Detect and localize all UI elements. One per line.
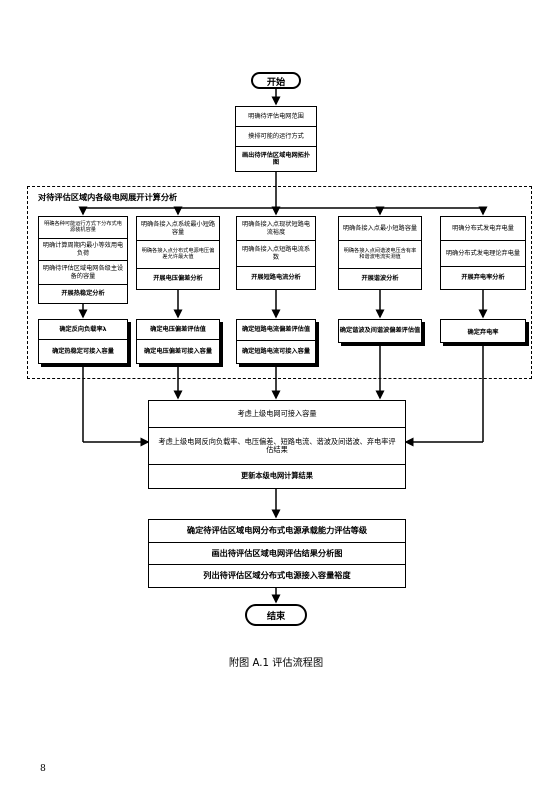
end-label: 结束 (266, 611, 286, 622)
result-voltage-evaluation: 确定电压偏差评估值 (137, 320, 219, 340)
result-voltage-capacity: 确定电压偏差可接入容量 (143, 347, 213, 355)
harmonic-analysis-stack: 明确各接入点最小短路容量 明确各接入点间谐波电压含有率和谐波电流实测值 开展谐波… (338, 216, 422, 290)
short-circuit-analysis-stack: 明确各接入点现状短路电流裕度 明确各接入点短路电流系数 开展短路电流分析 (236, 216, 316, 290)
result-curtailment-rate: 确定弃电率 (440, 319, 526, 343)
step-equipment-capacity: 明确待评估区域电网各级主设备的容量 (39, 261, 127, 285)
curtailment-analysis-stack: 明确分布式发电弃电量 明确分布式发电理论弃电量 开展弃电率分析 (440, 216, 526, 290)
thermal-results-stack: 确定反向负载率λ 确定热稳定可接入容量 (38, 319, 128, 364)
step-capacity-grade: 确定待评估区域电网分布式电源承载能力评估等级 (149, 520, 405, 543)
step-harmonic-analysis: 开展谐波分析 (361, 275, 399, 283)
step-voltage-deviation-limit: 明确各接入点分布式电源电压偏差允许最大值 (137, 241, 219, 269)
step-curtailment-analysis: 开展弃电率分析 (461, 274, 505, 282)
step-harmonic-measurements: 明确各接入点间谐波电压含有率和谐波电流实测值 (339, 241, 421, 269)
top-process-stack: 明确待评估电网范围 摸排可能的运行方式 画出待评估区域电网拓扑图 (235, 106, 317, 172)
page-number: 8 (40, 763, 46, 774)
step-dg-capacity: 明确各种可能运行方式下分布式电源装机容量 (39, 217, 127, 239)
result-short-circuit-capacity: 确定短路电流可接入容量 (241, 348, 311, 356)
step-short-circuit-analysis: 开展短路电流分析 (251, 274, 301, 282)
final-steps-stack: 确定待评估区域电网分布式电源承载能力评估等级 画出待评估区域电网评估结果分析图 … (148, 519, 406, 588)
short-circuit-results-stack: 确定短路电流偏差评估值 确定短路电流可接入容量 (236, 319, 316, 364)
step-update-results: 更新本级电网计算结果 (241, 471, 313, 481)
analysis-region-title: 对待评估区域内各级电网展开计算分析 (36, 191, 180, 203)
step-min-load: 明确计算周期内最小等效用电负荷 (39, 239, 127, 261)
step-survey-modes: 摸排可能的运行方式 (236, 127, 316, 147)
result-harmonic-evaluation: 确定谐波及间谐波偏差评估值 (338, 319, 422, 343)
start-label: 开始 (266, 76, 286, 88)
step-upper-grid-capacity: 考虑上级电网可接入容量 (149, 401, 405, 428)
step-min-short-circuit: 明确各接入点最小短路容量 (339, 217, 421, 241)
start-terminal: 开始 (251, 72, 301, 89)
step-theoretical-curtailment: 明确分布式发电理论弃电量 (441, 241, 525, 267)
upper-grid-stack: 考虑上级电网可接入容量 考虑上级电网反向负载率、电压偏差、短路电流、谐波及间谐波… (148, 400, 406, 489)
step-short-circuit-coefficient: 明确各接入点短路电流系数 (237, 241, 315, 267)
step-thermal-analysis: 开展热稳定分析 (61, 290, 105, 298)
thermal-analysis-stack: 明确各种可能运行方式下分布式电源装机容量 明确计算周期内最小等效用电负荷 明确待… (38, 216, 128, 304)
step-voltage-analysis: 开展电压偏差分析 (153, 275, 203, 283)
result-short-circuit-evaluation: 确定短路电流偏差评估值 (237, 320, 315, 341)
step-min-short-circuit-capacity: 明确各接入点系统最小短路容量 (137, 217, 219, 241)
analysis-region (27, 186, 532, 379)
step-draw-topology: 画出待评估区域电网拓扑图 (241, 151, 311, 166)
step-list-capacity-margin: 列出待评估区域分布式电源接入容量裕度 (203, 569, 351, 580)
voltage-analysis-stack: 明确各接入点系统最小短路容量 明确各接入点分布式电源电压偏差允许最大值 开展电压… (136, 216, 220, 290)
step-upper-grid-results: 考虑上级电网反向负载率、电压偏差、短路电流、谐波及间谐波、弃电率评估结果 (149, 428, 405, 465)
step-curtailed-energy: 明确分布式发电弃电量 (441, 217, 525, 241)
voltage-results-stack: 确定电压偏差评估值 确定电压偏差可接入容量 (136, 319, 220, 364)
figure-caption: 附图 A.1 评估流程图 (228, 658, 324, 669)
step-draw-result-chart: 画出待评估区域电网评估结果分析图 (149, 543, 405, 565)
step-short-circuit-margin: 明确各接入点现状短路电流裕度 (237, 217, 315, 241)
end-terminal: 结束 (245, 604, 307, 626)
result-thermal-capacity: 确定热稳定可接入容量 (52, 347, 114, 355)
step-define-scope: 明确待评估电网范围 (236, 107, 316, 127)
result-reverse-load-rate: 确定反向负载率λ (39, 320, 127, 340)
